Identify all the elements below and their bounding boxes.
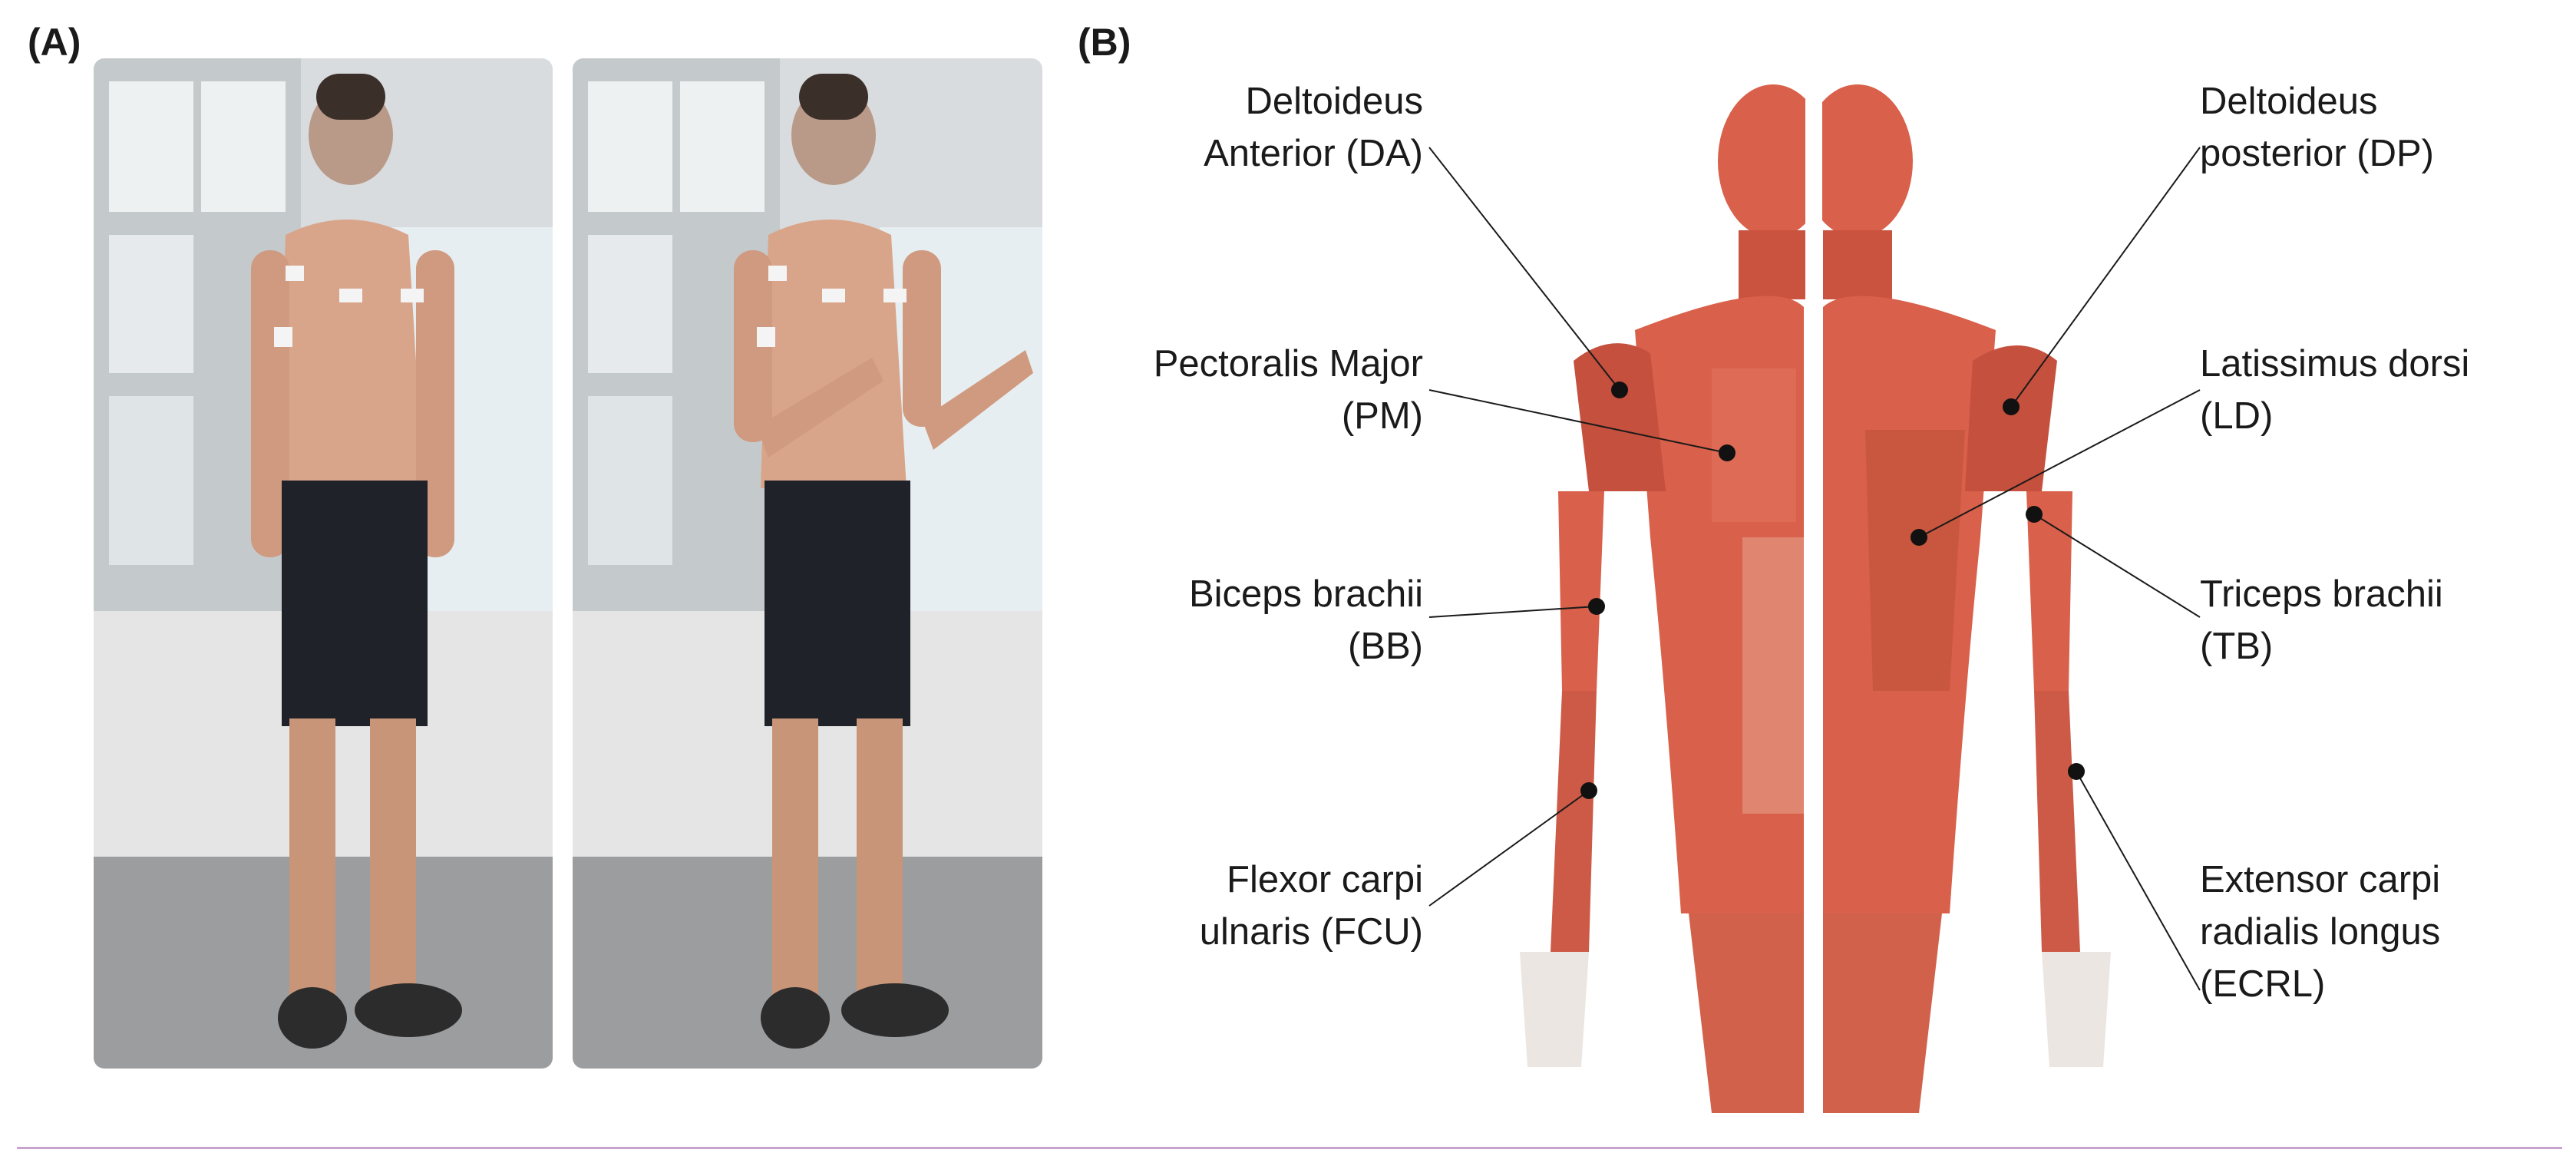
panel-a-label: (A): [28, 21, 81, 64]
leader-ld: [1918, 389, 2201, 538]
leader-ecrl: [2076, 771, 2201, 991]
subject-photo-task: [573, 58, 1042, 1069]
posterior-body-figure: [1802, 84, 2111, 1113]
leader-fcu: [1428, 790, 1590, 907]
leader-bb: [1428, 606, 1597, 618]
electrode-tb: [2026, 506, 2043, 523]
leader-tb: [2033, 514, 2201, 618]
label-triceps-brachii: Triceps brachii (TB): [2200, 573, 2443, 667]
label-deltoideus-anterior: Deltoideus Anterior (DA): [1204, 81, 1423, 174]
label-biceps-brachii: Biceps brachii (BB): [1188, 573, 1423, 667]
panel-b-label: (B): [1078, 21, 1131, 64]
anterior-body-figure: [1520, 84, 1828, 1113]
subject-photo-rest: [94, 58, 553, 1069]
electrode-dp: [2003, 398, 2020, 415]
electrode-fcu: [1580, 782, 1597, 799]
label-flexor-carpi-ulnaris: Flexor carpi ulnaris (FCU): [1199, 859, 1423, 953]
electrode-ld: [1911, 529, 1927, 546]
electrode-ecrl: [2068, 763, 2085, 780]
footer-divider: [17, 1147, 2562, 1149]
electrode-pm: [1719, 444, 1735, 461]
electrode-bb: [1588, 598, 1605, 615]
leader-pm: [1428, 389, 1728, 454]
leader-dp: [2010, 147, 2201, 408]
label-deltoideus-posterior: Deltoideus posterior (DP): [2200, 81, 2434, 174]
leader-da: [1428, 147, 1620, 391]
label-extensor-carpi-radialis-longus: Extensor carpi radialis longus (ECRL): [2200, 859, 2441, 1005]
label-pectoralis-major: Pectoralis Major (PM): [1153, 343, 1423, 437]
label-latissimus-dorsi: Latissimus dorsi (LD): [2200, 343, 2470, 437]
electrode-da: [1611, 382, 1628, 398]
